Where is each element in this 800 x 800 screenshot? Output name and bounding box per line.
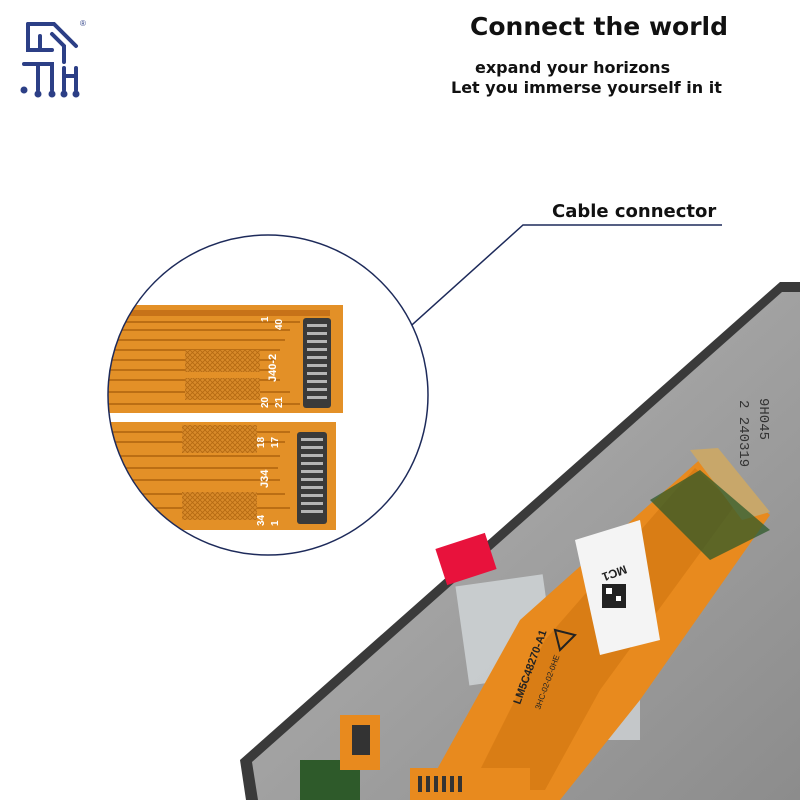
pin-label-20: 20 [260,396,271,408]
callout-label: Cable connector [552,201,717,222]
pin-label-18: 18 [256,436,267,448]
connector-housing [303,318,331,408]
registered-mark: ® [80,19,86,28]
brand-logo: ® [20,19,86,98]
upper-connector-flex: 1 40 J40-2 20 21 [108,305,343,413]
pin-label-17: 17 [270,436,281,448]
headline: Connect the world [470,12,729,41]
panel-code-b: 2 240319 [735,400,751,467]
panel-code-a: 9H045 [755,398,771,440]
subline-immerse: Let you immerse yourself in it [451,78,722,97]
subline-expand: expand your horizons [475,58,671,77]
pin-label-1b: 1 [270,520,281,526]
pin-label-21: 21 [274,396,285,408]
pin-label-40: 40 [274,318,285,330]
part-label-j34: J34 [259,469,271,488]
pin-label-34: 34 [256,514,267,526]
pin-label-1: 1 [260,316,271,322]
part-label-j40: J40-2 [267,354,279,382]
triangle-mark [553,628,577,652]
flex-cable: MC1 LM5C48270-A1 3HC-02-02-0HE [300,448,770,800]
qr-code [602,584,626,608]
red-pull-tab [435,532,497,586]
lower-connector-flex: 18 17 J34 34 1 [108,422,336,530]
zoom-circle: 1 40 J40-2 20 21 [107,234,429,556]
